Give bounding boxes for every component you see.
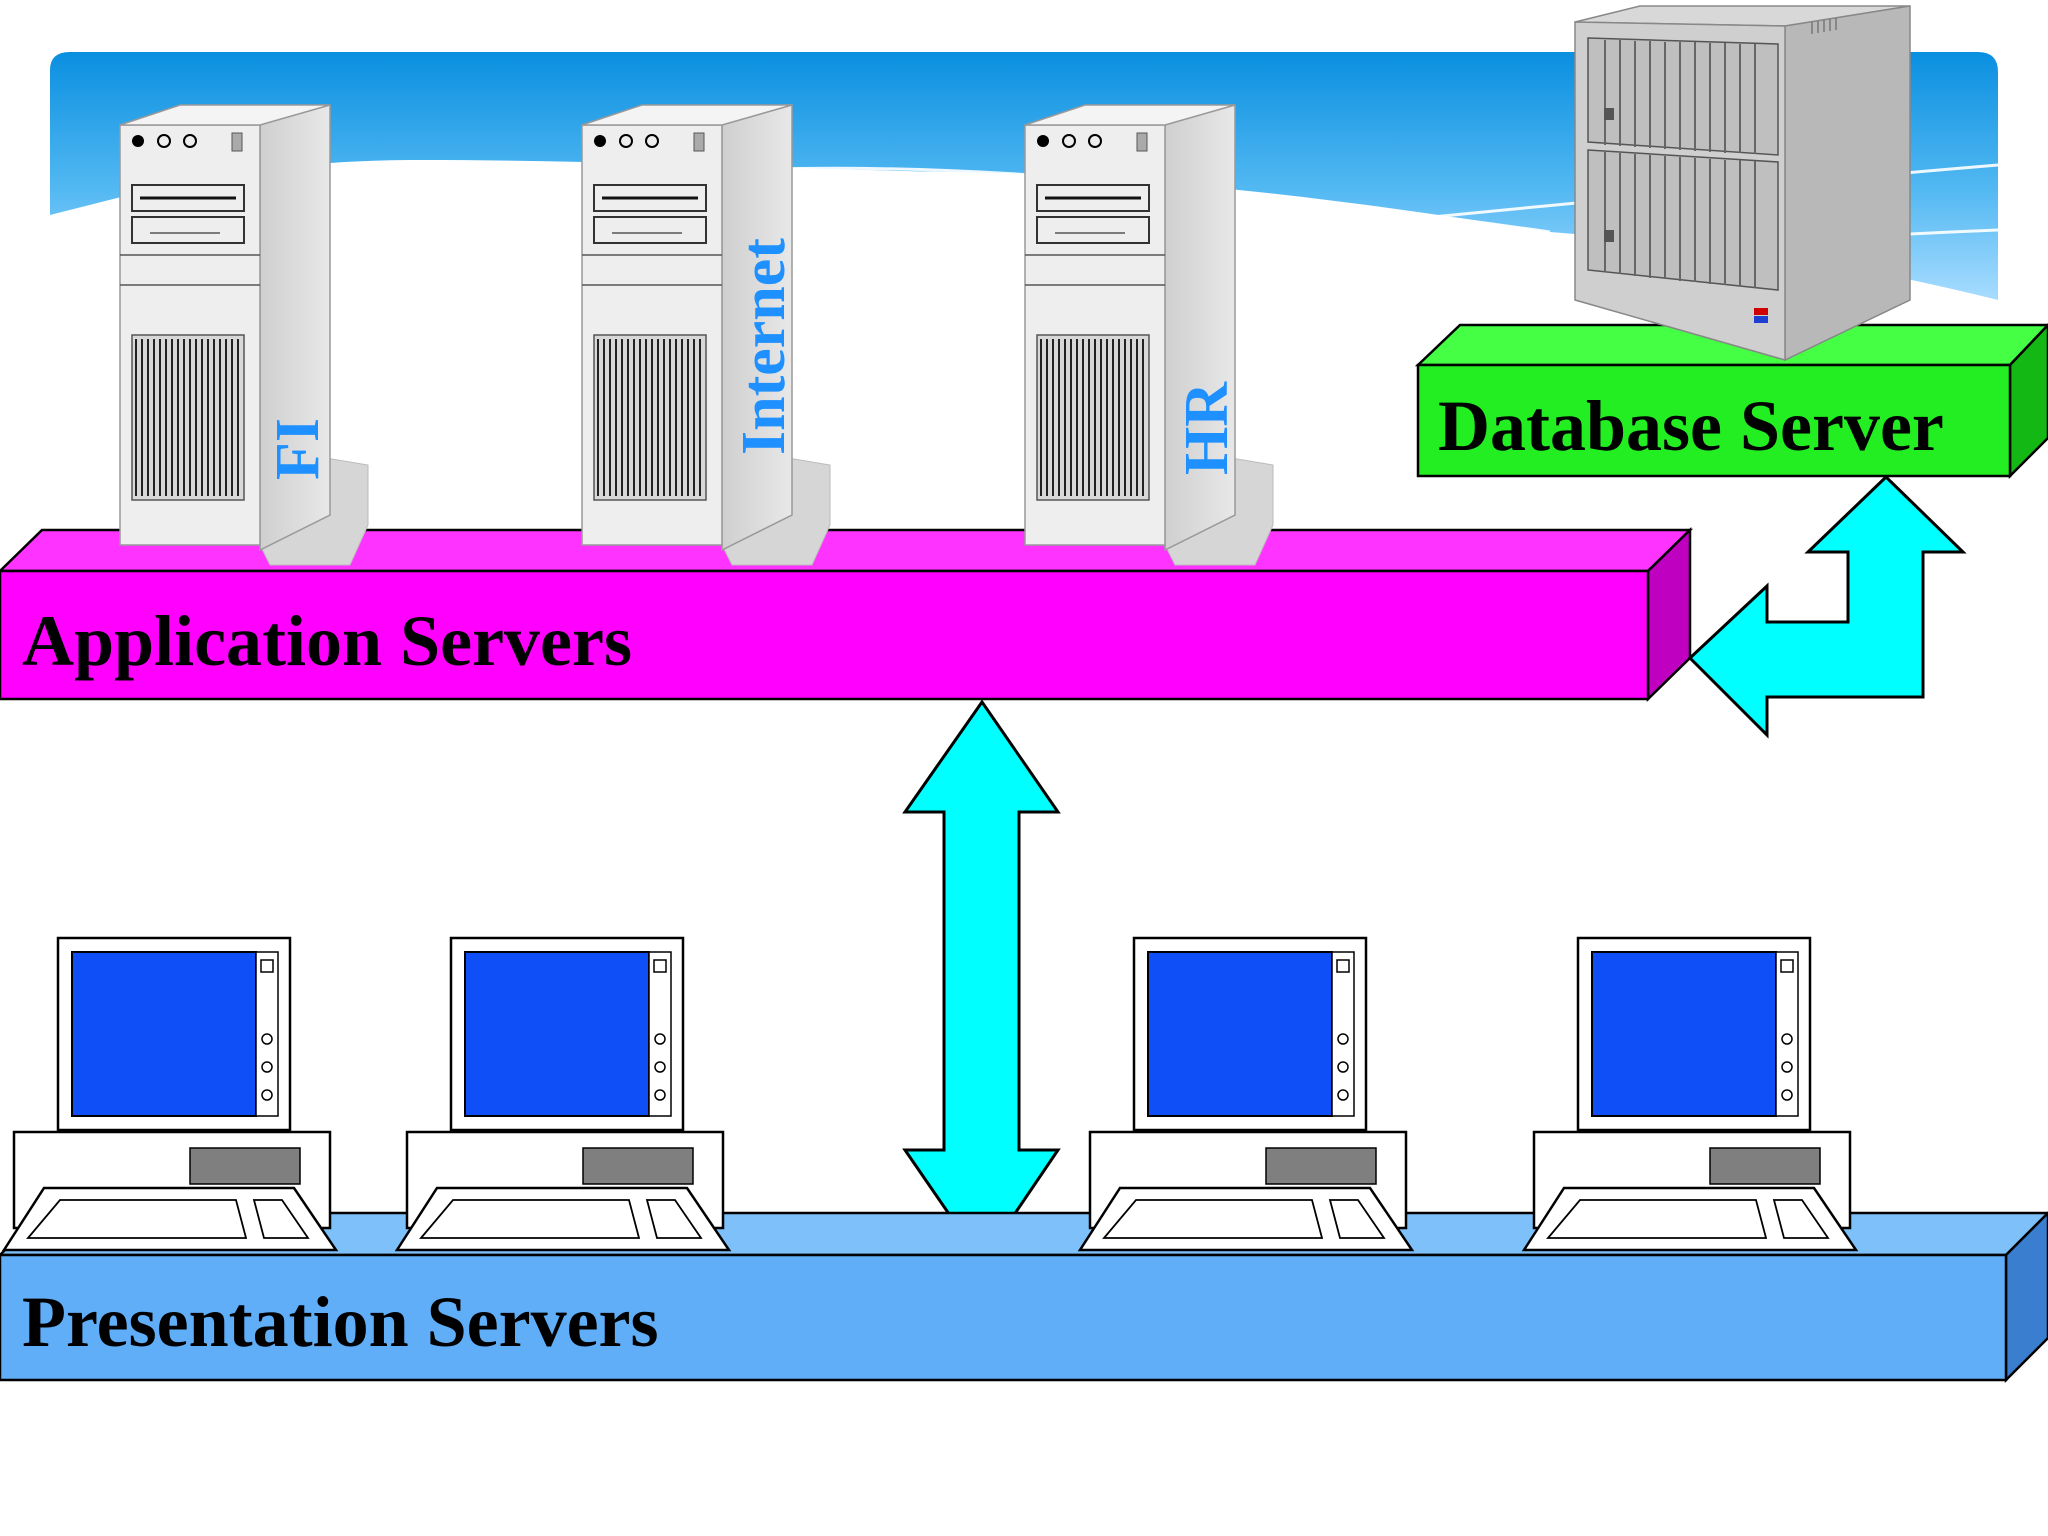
server-tower-icon	[1024, 104, 1274, 566]
server-tower-icon	[119, 104, 369, 566]
desktop-computer-icon	[1077, 936, 1415, 1252]
tower-label-fi: FI	[264, 418, 332, 480]
desktop-computer-icon	[1521, 936, 1859, 1252]
app-server-tower-fi: FI	[119, 104, 369, 566]
client-pc-4	[1521, 936, 1859, 1252]
server-tower-icon	[581, 104, 831, 566]
database-server-label: Database Server	[1438, 386, 1944, 466]
app-db-elbow-arrow	[1687, 474, 1967, 739]
tower-label-hr: HR	[1173, 381, 1241, 475]
app-server-tower-internet: Internet	[581, 104, 831, 566]
desktop-computer-icon	[394, 936, 732, 1252]
database-mainframe-icon	[1574, 5, 1911, 362]
client-pc-3	[1077, 936, 1415, 1252]
application-servers-bar: Application Servers	[0, 527, 1694, 702]
client-pc-1	[1, 936, 339, 1252]
presentation-servers-label: Presentation Servers	[22, 1282, 659, 1362]
application-servers-label: Application Servers	[22, 601, 632, 681]
desktop-computer-icon	[1, 936, 339, 1252]
app-server-tower-hr: HR	[1024, 104, 1274, 566]
app-presentation-double-arrow	[902, 699, 1061, 1265]
tower-label-internet: Internet	[730, 238, 798, 455]
client-pc-2	[394, 936, 732, 1252]
